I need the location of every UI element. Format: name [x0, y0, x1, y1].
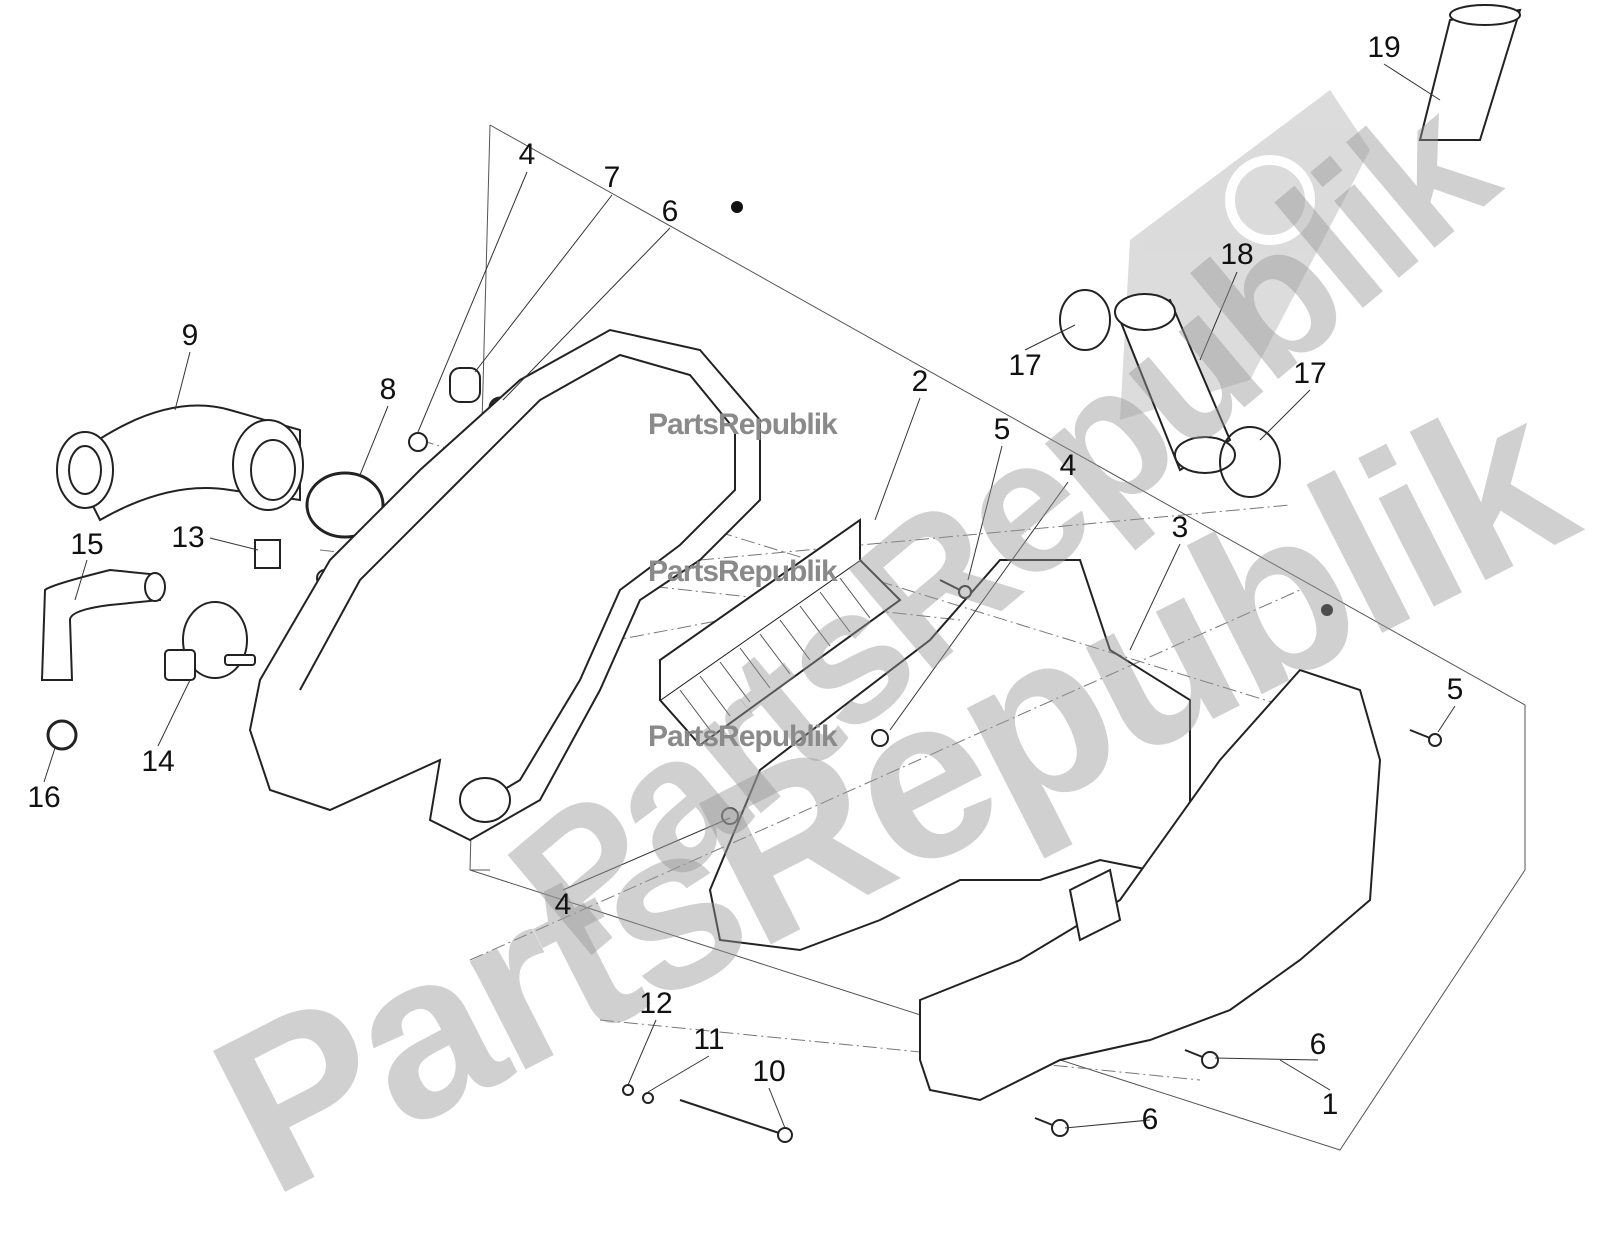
- part-airbox-housing: [248, 328, 761, 842]
- part-9-intake-duct: [56, 404, 304, 522]
- leader-lines: [43, 63, 1456, 1129]
- callout-6a: 6: [661, 195, 679, 228]
- part-17-ring-b: [1219, 426, 1281, 498]
- callout-17a: 17: [1008, 349, 1042, 382]
- callout-13: 13: [171, 521, 205, 554]
- callout-9: 9: [181, 319, 199, 352]
- callout-10: 10: [752, 1055, 786, 1088]
- part-13-clip: [254, 539, 281, 569]
- callout-16: 16: [27, 781, 61, 814]
- watermark-small: PartsRepublik: [648, 408, 838, 441]
- part-14-valve: [164, 601, 256, 681]
- callout-19: 19: [1367, 31, 1401, 64]
- watermark-small: PartsRepublik: [648, 555, 838, 588]
- callout-2: 2: [911, 365, 929, 398]
- callout-4c: 4: [554, 888, 572, 921]
- callout-6c: 6: [1141, 1103, 1159, 1136]
- callout-11: 11: [693, 1023, 725, 1056]
- callout-1: 1: [1321, 1088, 1339, 1121]
- callout-8: 8: [379, 373, 397, 406]
- callout-18: 18: [1220, 238, 1254, 271]
- part-16-clamp: [46, 719, 78, 751]
- callout-17b: 17: [1293, 357, 1327, 390]
- callout-5b: 5: [1446, 673, 1464, 706]
- part-15-hose: [40, 568, 166, 681]
- part-17-ring-a: [1059, 289, 1111, 351]
- part-8-clamp-band: [305, 471, 385, 539]
- watermark-small: PartsRepublik: [648, 720, 838, 753]
- part-7-bushing: [449, 367, 481, 403]
- callout-15: 15: [70, 528, 104, 561]
- callout-6b: 6: [1309, 1028, 1327, 1061]
- part-1-cover: [919, 668, 1382, 1102]
- reference-dot: [731, 201, 743, 213]
- callout-4a: 4: [518, 138, 536, 171]
- callout-12: 12: [639, 987, 673, 1020]
- callout-14: 14: [141, 745, 175, 778]
- part-19-tube: [1418, 4, 1522, 141]
- callout-7: 7: [603, 161, 621, 194]
- part-4-grommet-a: [408, 432, 428, 452]
- callout-5a: 5: [993, 413, 1011, 446]
- part-2-air-filter: [658, 518, 902, 747]
- reference-dot: [1321, 604, 1333, 616]
- parts-diagram-canvas: [40, 4, 1526, 1151]
- callout-4b: 4: [1059, 449, 1077, 482]
- callout-3: 3: [1171, 511, 1189, 544]
